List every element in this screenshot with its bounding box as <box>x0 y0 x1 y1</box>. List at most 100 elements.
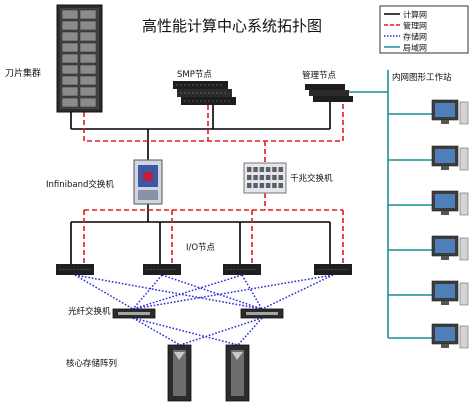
infiniband-logo <box>143 172 153 181</box>
management-nodes <box>305 84 353 102</box>
monitor-screen <box>435 327 455 341</box>
storage-network <box>74 274 334 346</box>
blade-slot <box>79 97 97 108</box>
gigabit-port <box>253 183 258 188</box>
stor-io1-fc1 <box>74 274 134 310</box>
pc-tower <box>459 101 469 125</box>
storage-array-1-face <box>173 350 186 396</box>
stor-fc2-array2 <box>237 317 263 346</box>
gigabit-port <box>259 175 265 180</box>
gigabit-label: 千兆交换机 <box>290 173 333 184</box>
fc-switch-2-ports <box>246 312 278 315</box>
fc-switches <box>112 308 284 319</box>
gigabit-port <box>253 175 258 180</box>
monitor-stand <box>441 301 449 305</box>
blade-slot <box>79 31 97 42</box>
blade-slot <box>79 86 97 97</box>
smp-nodes <box>173 81 236 105</box>
infiniband-switch <box>133 159 163 205</box>
gigabit-port <box>272 175 277 180</box>
storage-array-2-face <box>231 350 244 396</box>
blade-slot <box>79 9 97 20</box>
pc-tower <box>459 237 469 261</box>
pc-tower <box>459 147 469 171</box>
blade-slot <box>61 75 79 86</box>
legend-label-storage: 存储网 <box>403 32 427 42</box>
gigabit-port <box>278 167 283 172</box>
mgmt-node-1 <box>305 84 345 90</box>
gigabit-ports <box>247 167 283 188</box>
management-network <box>83 100 344 264</box>
blade-slot <box>79 42 97 53</box>
workstation-4 <box>431 235 469 261</box>
stor-io2-fc1 <box>132 274 163 310</box>
stor-io3-fc1 <box>132 274 243 310</box>
gigabit-port <box>247 183 252 188</box>
monitor-stand <box>441 120 449 124</box>
blade-slot <box>61 64 79 75</box>
blade-slot <box>79 20 97 31</box>
legend: 计算网 管理网 存储网 局域网 <box>379 5 469 54</box>
storage-array-2-trim <box>232 352 243 360</box>
blade-slot <box>61 9 79 20</box>
gigabit-port <box>265 183 271 188</box>
blade-slot <box>61 42 79 53</box>
smp-node-label: SMP节点 <box>177 70 212 80</box>
blade-cluster-label: 刀片集群 <box>5 67 41 79</box>
gigabit-port <box>259 183 265 188</box>
legend-label-compute: 计算网 <box>403 10 427 20</box>
workstation-5 <box>431 280 469 306</box>
pc-tower <box>459 282 469 306</box>
monitor-screen <box>435 239 455 253</box>
stor-fc1-array2 <box>132 317 239 346</box>
monitor-screen <box>435 194 455 208</box>
gigabit-port <box>247 175 252 180</box>
blade-slot <box>79 75 97 86</box>
diagram-title: 高性能计算中心系统拓扑图 <box>142 17 322 35</box>
gigabit-port <box>259 167 265 172</box>
blade-slot <box>79 64 97 75</box>
monitor-screen <box>435 149 455 163</box>
blade-slot <box>61 53 79 64</box>
gigabit-port <box>272 183 277 188</box>
gigabit-port <box>253 167 258 172</box>
stor-io3-fc2 <box>241 274 263 310</box>
infiniband-label: Infiniband交换机 <box>46 179 114 190</box>
gigabit-port <box>265 167 271 172</box>
blade-slot <box>61 97 79 108</box>
monitor-screen <box>435 284 455 298</box>
monitor-stand <box>441 344 449 348</box>
pc-tower <box>459 325 469 349</box>
gigabit-port <box>278 183 283 188</box>
fc-switch-1-ports <box>118 312 150 315</box>
workstation-1 <box>431 99 469 125</box>
io-nodes <box>56 264 352 275</box>
monitor-stand <box>441 256 449 260</box>
storage-array-1-trim <box>174 352 185 360</box>
gigabit-port <box>278 175 283 180</box>
blade-cluster-rack <box>56 4 103 113</box>
infiniband-base <box>138 190 158 200</box>
stor-fc1-array1 <box>132 317 181 346</box>
monitor-screen <box>435 103 455 117</box>
workstation-6 <box>431 323 469 349</box>
workstations-label: 内网图形工作站 <box>392 72 452 83</box>
mgmt-node-2 <box>309 90 349 96</box>
stor-io4-fc2 <box>261 274 334 310</box>
legend-label-management: 管理网 <box>403 21 427 31</box>
lan-network <box>343 70 432 339</box>
pc-tower <box>459 192 469 216</box>
gigabit-switch <box>243 162 287 194</box>
mgmt-node-label: 管理节点 <box>302 70 337 81</box>
monitor-stand <box>441 166 449 170</box>
mgmt-node-3 <box>313 96 353 102</box>
workstation-3 <box>431 190 469 216</box>
legend-label-lan: 局域网 <box>403 43 427 53</box>
blade-slot <box>61 86 79 97</box>
storage-label: 核心存储阵列 <box>66 358 117 369</box>
fc-switch-label: 光纤交换机 <box>68 306 111 317</box>
stor-io1-fc2 <box>74 274 263 310</box>
blade-slot <box>79 53 97 64</box>
mgmt-bus-top <box>83 100 344 142</box>
